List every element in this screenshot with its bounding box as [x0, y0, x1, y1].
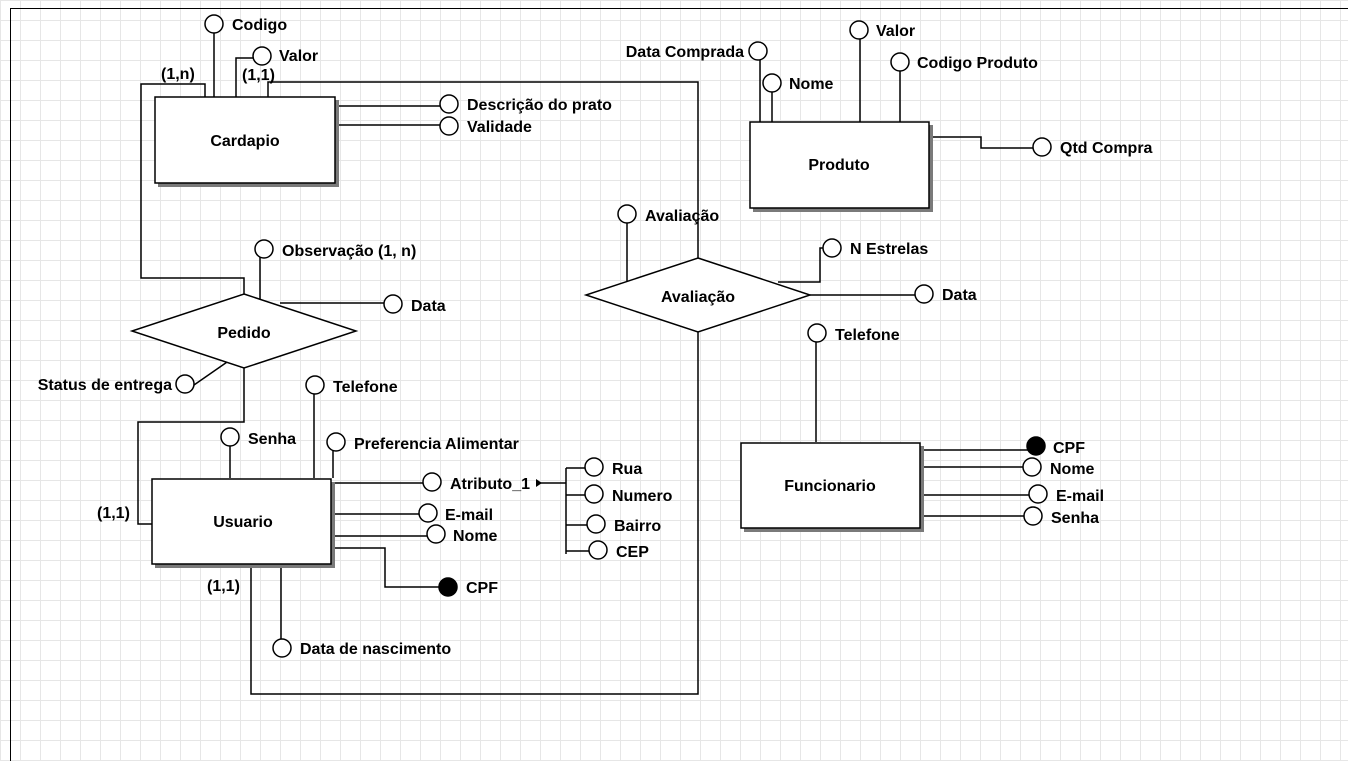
attribute-label: CPF: [466, 580, 498, 597]
attribute-label: Nome: [453, 528, 498, 545]
entity-produto-label: Produto: [808, 157, 870, 174]
attribute-label: Codigo Produto: [917, 55, 1038, 72]
relationship-avaliacao[interactable]: Avaliação: [583, 257, 813, 333]
attribute-label: E-mail: [1056, 488, 1104, 505]
attribute-usuario-atributo[interactable]: Atributo_1: [422, 472, 530, 493]
attribute-label: Atributo_1: [450, 476, 530, 493]
attribute-cardapio-descricao[interactable]: Descrição do prato: [439, 94, 612, 114]
entity-cardapio-label: Cardapio: [210, 133, 280, 150]
attribute-func-nome[interactable]: Nome: [1022, 457, 1095, 478]
attribute-usuario-senha[interactable]: Senha: [220, 427, 296, 448]
attribute-usuario-nome[interactable]: Nome: [426, 524, 498, 545]
entity-funcionario[interactable]: Funcionario: [740, 442, 924, 532]
attribute-cardapio-valor[interactable]: Valor: [252, 46, 318, 66]
attribute-label: Telefone: [835, 327, 900, 344]
attribute-label: N Estrelas: [850, 241, 928, 258]
diagram-frame: [10, 8, 1348, 761]
attribute-usuario-numero[interactable]: Numero: [584, 484, 673, 505]
attribute-label: Status de entrega: [38, 377, 172, 394]
attribute-label: Senha: [248, 431, 296, 448]
attribute-label: Numero: [612, 488, 673, 505]
attribute-produto-nome[interactable]: Nome: [762, 73, 834, 93]
attribute-usuario-cep[interactable]: CEP: [588, 540, 649, 561]
attribute-produto-valor[interactable]: Valor: [849, 20, 915, 40]
attribute-label: Nome: [1050, 461, 1095, 478]
attribute-label: Bairro: [614, 518, 661, 535]
attribute-usuario-nascimento[interactable]: Data de nascimento: [272, 638, 451, 658]
entity-produto[interactable]: Produto: [749, 121, 933, 212]
attribute-usuario-bairro[interactable]: Bairro: [586, 514, 661, 535]
attribute-produto-codigo[interactable]: Codigo Produto: [890, 52, 1038, 72]
relationship-pedido[interactable]: Pedido: [129, 293, 359, 369]
cardinality-cardapio-left: (1,n): [161, 66, 195, 83]
attribute-pedido-data[interactable]: Data: [383, 294, 446, 315]
attribute-label: Nome: [789, 76, 834, 93]
attribute-label: Observação (1, n): [282, 243, 416, 260]
attribute-avaliacao-data[interactable]: Data: [914, 284, 977, 304]
connection-lines: [137, 30, 1034, 695]
cardinality-usuario-bottom: (1,1): [207, 578, 240, 595]
attribute-label: Telefone: [333, 379, 398, 396]
attribute-label: Validade: [467, 119, 532, 136]
attribute-label: Data de nascimento: [300, 641, 451, 658]
entity-usuario[interactable]: Usuario: [151, 478, 335, 568]
attribute-cardapio-validade[interactable]: Validade: [439, 116, 532, 136]
attribute-avaliacao[interactable]: Avaliação: [617, 204, 719, 225]
attribute-label: Preferencia Alimentar: [354, 436, 519, 453]
entity-funcionario-label: Funcionario: [784, 478, 876, 495]
attribute-usuario-email[interactable]: E-mail: [418, 503, 493, 524]
attribute-label: Avaliação: [645, 208, 719, 225]
attribute-label: Descrição do prato: [467, 97, 612, 114]
attribute-pedido-status[interactable]: Status de entrega: [38, 374, 195, 394]
attribute-label: Valor: [876, 23, 915, 40]
attribute-label: E-mail: [445, 507, 493, 524]
attribute-label: CPF: [1053, 440, 1085, 457]
attribute-label: Codigo: [232, 17, 287, 34]
attribute-usuario-telefone[interactable]: Telefone: [305, 375, 398, 396]
attribute-func-cpf-key[interactable]: CPF: [1026, 436, 1085, 457]
relationship-avaliacao-label: Avaliação: [661, 289, 735, 306]
cardinality-usuario-left: (1,1): [97, 505, 130, 522]
cardinality-cardapio-right: (1,1): [242, 67, 275, 84]
attribute-label: Rua: [612, 461, 642, 478]
attribute-avaliacao-estrelas[interactable]: N Estrelas: [822, 238, 928, 258]
attribute-label: Qtd Compra: [1060, 140, 1153, 157]
attribute-label: Data: [942, 287, 977, 304]
attribute-label: Valor: [279, 48, 318, 65]
attribute-func-email[interactable]: E-mail: [1028, 484, 1104, 505]
attribute-usuario-cpf-key[interactable]: CPF: [438, 577, 498, 597]
attribute-label: Data Comprada: [626, 44, 744, 61]
attribute-label: CEP: [616, 544, 649, 561]
entity-cardapio[interactable]: Cardapio: [154, 96, 339, 187]
attribute-label: Senha: [1051, 510, 1099, 527]
attribute-label: Data: [411, 298, 446, 315]
attribute-func-senha[interactable]: Senha: [1023, 506, 1099, 527]
entity-usuario-label: Usuario: [213, 514, 273, 531]
attribute-usuario-rua[interactable]: Rua: [584, 457, 642, 478]
attribute-produto-qtd[interactable]: Qtd Compra: [1032, 137, 1153, 157]
attribute-usuario-preferencia[interactable]: Preferencia Alimentar: [326, 432, 519, 453]
attribute-pedido-observacao[interactable]: Observação (1, n): [254, 239, 416, 260]
attribute-func-telefone[interactable]: Telefone: [807, 323, 900, 344]
relationship-pedido-label: Pedido: [217, 325, 271, 342]
attribute-produto-data-comprada[interactable]: Data Comprada: [626, 41, 768, 61]
attribute-cardapio-codigo[interactable]: Codigo: [204, 14, 287, 34]
